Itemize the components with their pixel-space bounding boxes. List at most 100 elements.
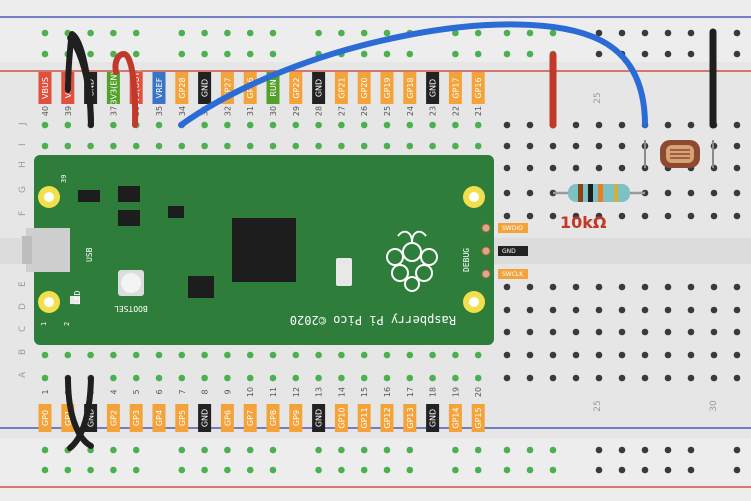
breadboard-hole[interactable] xyxy=(618,283,626,291)
breadboard-hole[interactable] xyxy=(664,189,672,197)
rail-hole[interactable] xyxy=(474,446,482,454)
rail-hole[interactable] xyxy=(178,50,186,58)
breadboard-hole[interactable] xyxy=(733,212,741,220)
breadboard-hole[interactable] xyxy=(224,374,231,382)
rail-hole[interactable] xyxy=(687,50,695,58)
breadboard-hole[interactable] xyxy=(429,121,436,129)
breadboard-hole[interactable] xyxy=(595,164,603,172)
breadboard-hole[interactable] xyxy=(733,351,741,359)
breadboard-hole[interactable] xyxy=(710,351,718,359)
breadboard-hole[interactable] xyxy=(406,374,414,382)
rail-hole[interactable] xyxy=(687,466,695,474)
breadboard-hole[interactable] xyxy=(572,142,580,150)
breadboard-hole[interactable] xyxy=(526,328,534,336)
breadboard-hole[interactable] xyxy=(315,142,322,150)
rail-hole[interactable] xyxy=(549,466,557,474)
rail-hole[interactable] xyxy=(269,29,277,37)
breadboard-hole[interactable] xyxy=(503,121,511,129)
breadboard-hole[interactable] xyxy=(503,212,511,220)
breadboard-hole[interactable] xyxy=(155,142,163,150)
rail-hole[interactable] xyxy=(383,466,391,474)
breadboard-hole[interactable] xyxy=(595,212,603,220)
breadboard-hole[interactable] xyxy=(429,351,436,359)
rail-hole[interactable] xyxy=(733,446,741,454)
breadboard-hole[interactable] xyxy=(41,351,49,359)
rail-hole[interactable] xyxy=(733,50,741,58)
breadboard-hole[interactable] xyxy=(641,374,649,382)
breadboard-hole[interactable] xyxy=(687,351,695,359)
rail-hole[interactable] xyxy=(360,446,368,454)
breadboard-hole[interactable] xyxy=(641,283,649,291)
rail-hole[interactable] xyxy=(41,466,49,474)
breadboard-hole[interactable] xyxy=(452,142,459,150)
rail-hole[interactable] xyxy=(595,466,603,474)
rail-hole[interactable] xyxy=(224,446,231,454)
breadboard-hole[interactable] xyxy=(315,121,322,129)
breadboard-hole[interactable] xyxy=(406,121,414,129)
rail-hole[interactable] xyxy=(132,446,140,454)
rail-hole[interactable] xyxy=(64,466,72,474)
rail-hole[interactable] xyxy=(269,466,277,474)
breadboard-hole[interactable] xyxy=(733,328,741,336)
breadboard-hole[interactable] xyxy=(618,351,626,359)
breadboard-hole[interactable] xyxy=(503,328,511,336)
breadboard-hole[interactable] xyxy=(429,374,436,382)
breadboard-hole[interactable] xyxy=(201,374,208,382)
breadboard-hole[interactable] xyxy=(224,142,231,150)
breadboard-hole[interactable] xyxy=(503,189,511,197)
breadboard-hole[interactable] xyxy=(246,142,254,150)
breadboard-hole[interactable] xyxy=(687,306,695,314)
rail-hole[interactable] xyxy=(474,29,482,37)
breadboard-hole[interactable] xyxy=(687,189,695,197)
breadboard-hole[interactable] xyxy=(549,283,557,291)
breadboard-hole[interactable] xyxy=(687,283,695,291)
rail-hole[interactable] xyxy=(178,29,186,37)
breadboard-hole[interactable] xyxy=(687,212,695,220)
breadboard-hole[interactable] xyxy=(572,164,580,172)
breadboard-hole[interactable] xyxy=(246,374,254,382)
rail-hole[interactable] xyxy=(503,29,511,37)
rail-hole[interactable] xyxy=(87,50,94,58)
breadboard-hole[interactable] xyxy=(733,283,741,291)
rail-hole[interactable] xyxy=(526,50,534,58)
rail-hole[interactable] xyxy=(641,50,649,58)
rail-hole[interactable] xyxy=(315,446,322,454)
rail-hole[interactable] xyxy=(338,446,345,454)
breadboard-hole[interactable] xyxy=(474,121,482,129)
breadboard-hole[interactable] xyxy=(572,306,580,314)
breadboard-hole[interactable] xyxy=(710,306,718,314)
breadboard-hole[interactable] xyxy=(338,121,345,129)
breadboard-hole[interactable] xyxy=(549,374,557,382)
breadboard-hole[interactable] xyxy=(41,121,49,129)
breadboard-hole[interactable] xyxy=(269,374,277,382)
breadboard-hole[interactable] xyxy=(503,351,511,359)
breadboard-hole[interactable] xyxy=(710,212,718,220)
rail-hole[interactable] xyxy=(178,466,186,474)
rail-hole[interactable] xyxy=(338,466,345,474)
breadboard-hole[interactable] xyxy=(503,283,511,291)
breadboard-hole[interactable] xyxy=(132,142,140,150)
breadboard-hole[interactable] xyxy=(710,328,718,336)
rail-hole[interactable] xyxy=(503,446,511,454)
breadboard-hole[interactable] xyxy=(664,351,672,359)
breadboard-hole[interactable] xyxy=(526,283,534,291)
breadboard-hole[interactable] xyxy=(360,142,368,150)
breadboard-hole[interactable] xyxy=(338,351,345,359)
breadboard-hole[interactable] xyxy=(246,121,254,129)
breadboard-hole[interactable] xyxy=(429,142,436,150)
rail-hole[interactable] xyxy=(452,29,459,37)
rail-hole[interactable] xyxy=(549,29,557,37)
rail-hole[interactable] xyxy=(132,50,140,58)
breadboard-hole[interactable] xyxy=(664,212,672,220)
breadboard-hole[interactable] xyxy=(292,351,300,359)
rail-hole[interactable] xyxy=(178,446,186,454)
breadboard-hole[interactable] xyxy=(549,164,557,172)
rail-hole[interactable] xyxy=(549,446,557,454)
breadboard-hole[interactable] xyxy=(710,283,718,291)
breadboard-hole[interactable] xyxy=(526,121,534,129)
rail-hole[interactable] xyxy=(201,446,208,454)
breadboard-hole[interactable] xyxy=(503,306,511,314)
breadboard-hole[interactable] xyxy=(733,164,741,172)
breadboard-hole[interactable] xyxy=(526,306,534,314)
breadboard-hole[interactable] xyxy=(618,212,626,220)
